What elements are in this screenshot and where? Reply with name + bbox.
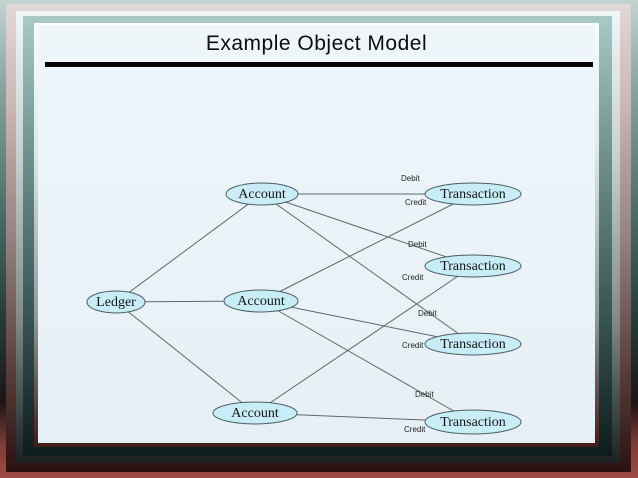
node-label-account3: Account bbox=[231, 406, 279, 421]
edge-line bbox=[254, 265, 474, 414]
node-ellipse-ledger bbox=[86, 290, 146, 314]
node-ellipse-txn3 bbox=[424, 332, 522, 356]
node-ellipse-account2 bbox=[223, 289, 299, 313]
edge-line bbox=[115, 301, 256, 414]
edge-label-debit: Debit bbox=[408, 240, 427, 249]
slide-title: Example Object Model bbox=[205, 32, 428, 55]
edge-label-debit: Debit bbox=[418, 309, 437, 318]
edge-label-debit: Debit bbox=[401, 174, 420, 183]
edge-label-credit: Credit bbox=[402, 341, 424, 350]
node-label-ledger: Ledger bbox=[96, 295, 136, 310]
node-ellipse-account1 bbox=[225, 182, 299, 206]
node-label-account2: Account bbox=[237, 294, 285, 309]
node-label-account1: Account bbox=[238, 187, 286, 202]
node-ellipse-txn1 bbox=[424, 182, 522, 206]
node-ellipse-txn4 bbox=[424, 409, 522, 435]
edge-line bbox=[260, 300, 474, 423]
node-label-txn3: Transaction bbox=[440, 337, 506, 352]
edge-line bbox=[261, 193, 474, 345]
edge-label-credit: Credit bbox=[402, 273, 424, 282]
node-ellipse-account3 bbox=[212, 401, 298, 425]
edge-line bbox=[115, 193, 263, 303]
node-label-txn1: Transaction bbox=[440, 187, 506, 202]
node-label-txn2: Transaction bbox=[440, 259, 506, 274]
edge-label-credit: Credit bbox=[404, 425, 426, 434]
edge-line bbox=[261, 193, 474, 267]
title-divider bbox=[45, 62, 593, 67]
edge-label-debit: Debit bbox=[415, 390, 434, 399]
edge-label-credit: Credit bbox=[405, 198, 427, 207]
object-model-svg: LedgerAccountAccountAccountTransactionTr… bbox=[86, 174, 522, 435]
node-label-txn4: Transaction bbox=[440, 415, 506, 430]
edge-line bbox=[260, 193, 474, 302]
node-ellipse-txn2 bbox=[424, 254, 522, 278]
